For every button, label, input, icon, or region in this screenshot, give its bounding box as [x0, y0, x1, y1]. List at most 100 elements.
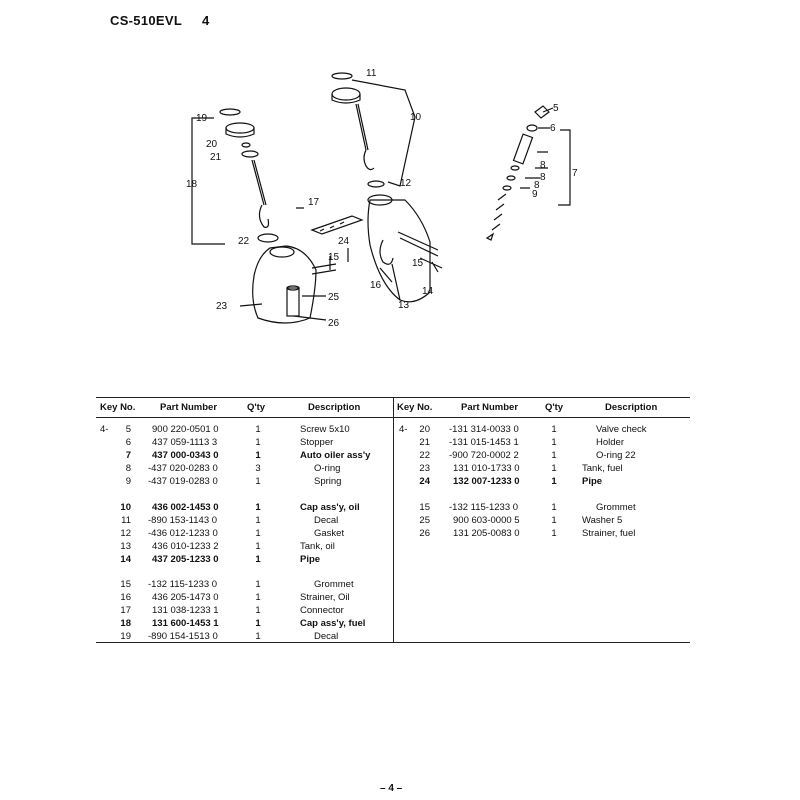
key-number: 8	[125, 463, 131, 474]
callout-26: 26	[328, 318, 340, 329]
table-bottom-rule	[96, 642, 690, 643]
header-description-right: Description	[605, 402, 658, 413]
key-number: 19	[120, 631, 131, 642]
key-number: 21	[419, 437, 430, 448]
description: Holder	[596, 437, 624, 448]
table-center-divider	[393, 397, 394, 642]
part-number: 436 205-1473 0	[152, 592, 219, 603]
part-number: -890 154-1513 0	[148, 631, 218, 642]
callout-25: 25	[328, 292, 340, 303]
callout-8a: 8	[540, 160, 546, 171]
part-number: 131 010-1733 0	[453, 463, 520, 474]
quantity: 1	[551, 476, 557, 487]
decal-19-shape	[219, 108, 241, 116]
part-number: 437 059-1113 3	[152, 437, 218, 448]
key-number: 22	[419, 450, 430, 461]
key-number: 24	[419, 476, 430, 487]
callout-10: 10	[410, 112, 422, 123]
quantity: 1	[551, 424, 557, 435]
row-prefix: 4-	[100, 424, 109, 435]
page-number-header: 4	[202, 13, 210, 28]
part-number: 436 002-1453 0	[152, 502, 219, 513]
callout-20: 20	[206, 139, 218, 150]
quantity: 1	[255, 515, 261, 526]
key-number: 25	[419, 515, 430, 526]
quantity: 1	[551, 502, 557, 513]
model-title: CS-510EVL	[110, 13, 183, 28]
part-number: 900 603-0000 5	[453, 515, 520, 526]
callout-13: 13	[398, 300, 410, 311]
description: O-ring 22	[596, 450, 636, 461]
quantity: 1	[255, 528, 261, 539]
callout-8b: 8	[540, 172, 546, 183]
cap-oil-shape	[331, 87, 361, 101]
quantity: 1	[255, 592, 261, 603]
description: Valve check	[596, 424, 647, 435]
gasket-12-shape	[367, 180, 385, 188]
diagram-callouts: 5 6 7 8 8 8 9 10 11 12 13 14 15 15 16 17…	[186, 68, 578, 329]
quantity: 1	[551, 528, 557, 539]
part-number: 900 220-0501 0	[152, 424, 219, 435]
key-number: 7	[125, 450, 131, 461]
callout-17: 17	[308, 197, 320, 208]
part-number: -131 314-0033 0	[449, 424, 519, 435]
part-number: 131 205-0083 0	[453, 528, 520, 539]
part-number: -436 012-1233 0	[148, 528, 218, 539]
callout-21: 21	[210, 152, 222, 163]
decal-11-shape	[331, 72, 353, 80]
quantity: 1	[255, 424, 261, 435]
key-number: 18	[120, 618, 131, 629]
key-number: 14	[120, 554, 131, 565]
description: Strainer, Oil	[300, 592, 350, 603]
part-number: -132 115-1233 0	[148, 579, 218, 590]
description: Pipe	[582, 476, 603, 487]
description: Gasket	[314, 528, 345, 539]
description: Auto oiler ass'y	[300, 450, 371, 461]
key-number: 26	[419, 528, 430, 539]
description: Cap ass'y, oil	[300, 502, 360, 513]
part-number: 437 000-0343 0	[152, 450, 219, 461]
key-number: 15	[419, 502, 430, 513]
callout-5: 5	[553, 103, 559, 114]
callout-22: 22	[238, 236, 250, 247]
callout-7: 7	[572, 168, 578, 179]
key-number: 17	[120, 605, 131, 616]
quantity: 1	[255, 579, 261, 590]
description: Grommet	[596, 502, 636, 513]
callout-18: 18	[186, 179, 198, 190]
quantity: 1	[255, 605, 261, 616]
key-number: 16	[120, 592, 131, 603]
quantity: 1	[255, 631, 261, 642]
description: Stopper	[300, 437, 334, 448]
key-number: 10	[120, 502, 131, 513]
quantity: 1	[255, 476, 261, 487]
key-number: 15	[120, 579, 131, 590]
description: Decal	[314, 631, 339, 642]
description: Pipe	[300, 554, 321, 565]
header-key-no-right: Key No.	[397, 402, 433, 413]
quantity: 1	[255, 437, 261, 448]
key-number: 5	[125, 424, 131, 435]
cap-fuel-shape	[225, 122, 255, 134]
key-number: 6	[125, 437, 131, 448]
header-qty: Q'ty	[247, 402, 266, 413]
callout-15a: 15	[328, 252, 340, 263]
header-qty-right: Q'ty	[545, 402, 564, 413]
row-prefix: 4-	[399, 424, 408, 435]
part-number: -437 020-0283 0	[148, 463, 218, 474]
quantity: 1	[255, 502, 261, 513]
quantity: 1	[255, 554, 261, 565]
part-number: 436 010-1233 2	[152, 541, 219, 552]
key-number: 11	[121, 515, 131, 526]
quantity: 1	[255, 450, 261, 461]
quantity: 1	[551, 450, 557, 461]
callout-8c: 8	[534, 180, 540, 191]
part-number: -900 720-0002 2	[449, 450, 519, 461]
auto-oiler-shape	[534, 105, 550, 119]
description: Tank, oil	[300, 541, 335, 552]
oring-22-shape	[257, 233, 279, 243]
part-number: -131 015-1453 1	[449, 437, 519, 448]
callout-11: 11	[366, 68, 377, 79]
header-part-number-right: Part Number	[461, 402, 519, 413]
fuel-tank-shape	[252, 245, 317, 324]
